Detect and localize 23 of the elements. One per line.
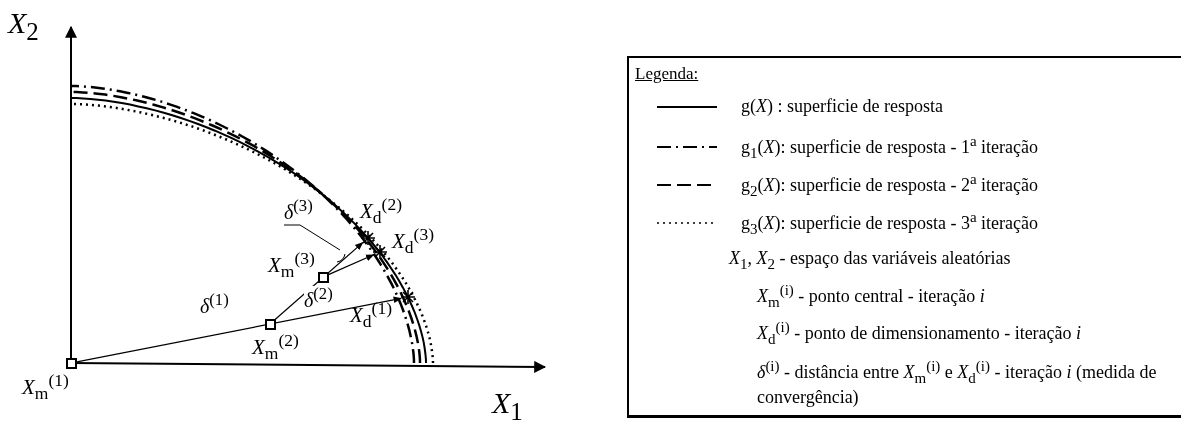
legend-title: Legenda: [635, 64, 699, 84]
center-point-marker [65, 357, 77, 369]
axis-label: X$_{1}$ [492, 388, 523, 424]
legend-note: X$_{1}$, X$_{2}$ - espaço das variáveis aleatórias [729, 248, 1012, 273]
arrow [273, 242, 364, 321]
design-point-marker [361, 231, 375, 245]
axis-label: X$_{2}$ [8, 8, 39, 44]
design-point-marker [373, 245, 387, 259]
edge-label: δ$^{(3)}$ [284, 198, 313, 222]
center-point-marker [317, 271, 329, 283]
legend-text: g$_{1}$(X): superficie de resposta - 1$^{a}$ iteração [741, 133, 1039, 162]
legend-text: g$_{2}$(X): superficie de resposta - 2$^{a}$ iteração [741, 171, 1039, 200]
center-point-marker [264, 318, 276, 330]
edge-label: δ$^{(1)}$ [200, 292, 229, 316]
legend-note: X$_{d}$$^{(i)}$ - ponto de dimensionamento - iteração i [757, 319, 1083, 348]
legend-note: δ$^{(i)}$ - distância entre X$_{m}$$^{(i)}$ e X$_{d}$$^{(i)}$ - iteração i (medida de convergência) [757, 358, 1158, 408]
edge-label: δ$^{(2)}$ [304, 286, 333, 310]
legend-text: g(X) : superficie de resposta [741, 96, 943, 117]
arrow [327, 254, 375, 276]
design-point-marker [401, 290, 415, 304]
legend-text: g$_{3}$(X): superficie de resposta - 3$^{a}$ iteração [741, 209, 1039, 238]
arrow [76, 296, 402, 363]
legend-note: X$_{m}$$^{(i)}$ - ponto central - iteração i [757, 282, 986, 311]
